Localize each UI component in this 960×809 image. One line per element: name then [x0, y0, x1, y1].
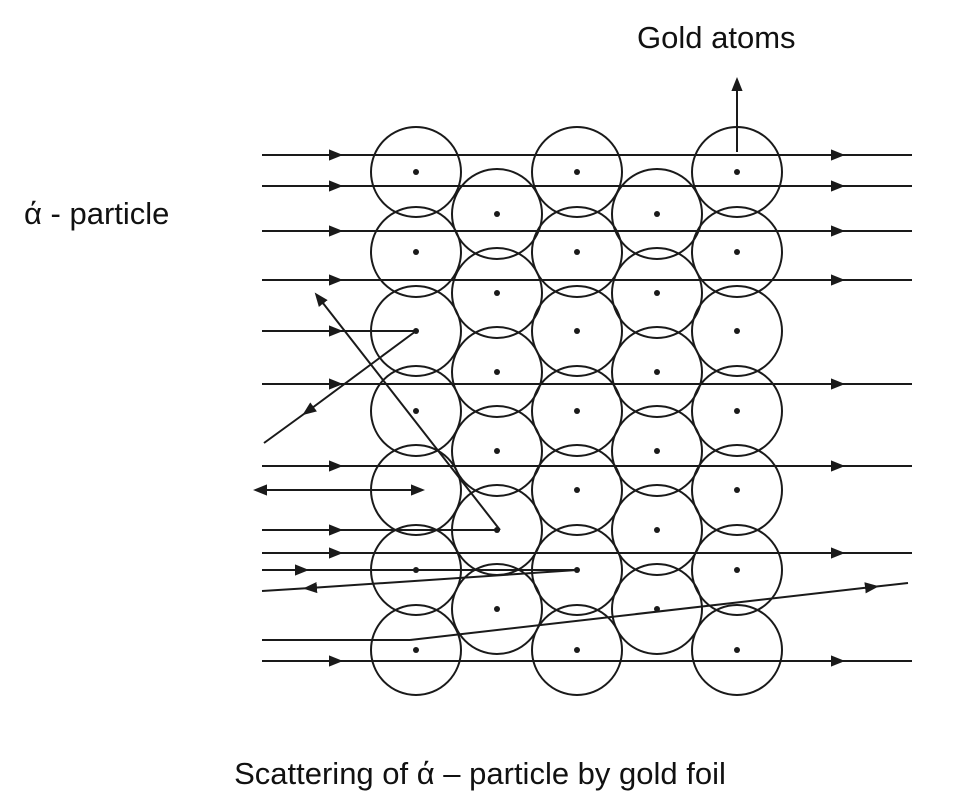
gold-atom	[612, 327, 702, 417]
gold-atom	[532, 445, 622, 535]
alpha-paths	[253, 77, 912, 667]
gold-atom	[692, 207, 782, 297]
deflected-path	[872, 583, 908, 587]
gold-atom	[452, 327, 542, 417]
alpha-particle-label: ά - particle	[24, 196, 170, 231]
gold-atom	[532, 366, 622, 456]
gold-atom	[612, 248, 702, 338]
gold-atom	[692, 286, 782, 376]
gold-atom	[612, 169, 702, 259]
gold-atom	[452, 564, 542, 654]
gold-atom	[371, 605, 461, 695]
deflected-path	[302, 331, 416, 416]
gold-atom	[612, 406, 702, 496]
gold-atoms-label: Gold atoms	[637, 20, 796, 55]
deflected-path	[410, 582, 879, 640]
gold-atom	[371, 207, 461, 297]
gold-atom	[371, 366, 461, 456]
gold-atom	[452, 248, 542, 338]
gold-atom	[532, 207, 622, 297]
gold-atom	[692, 605, 782, 695]
gold-atom	[452, 169, 542, 259]
gold-atom	[612, 485, 702, 575]
gold-atom	[532, 127, 622, 217]
reflected-path	[303, 570, 577, 594]
scattered-path	[314, 292, 500, 530]
gold-atom	[692, 445, 782, 535]
gold-atom	[452, 406, 542, 496]
caption: Scattering of ά – particle by gold foil	[234, 756, 726, 791]
gold-atom	[692, 525, 782, 615]
gold-atom	[371, 127, 461, 217]
deflected-path	[264, 411, 308, 443]
gold-atom	[532, 605, 622, 695]
gold-atom	[692, 366, 782, 456]
reflected-path	[262, 588, 310, 591]
gold-atom	[532, 286, 622, 376]
gold-atoms	[371, 127, 782, 695]
